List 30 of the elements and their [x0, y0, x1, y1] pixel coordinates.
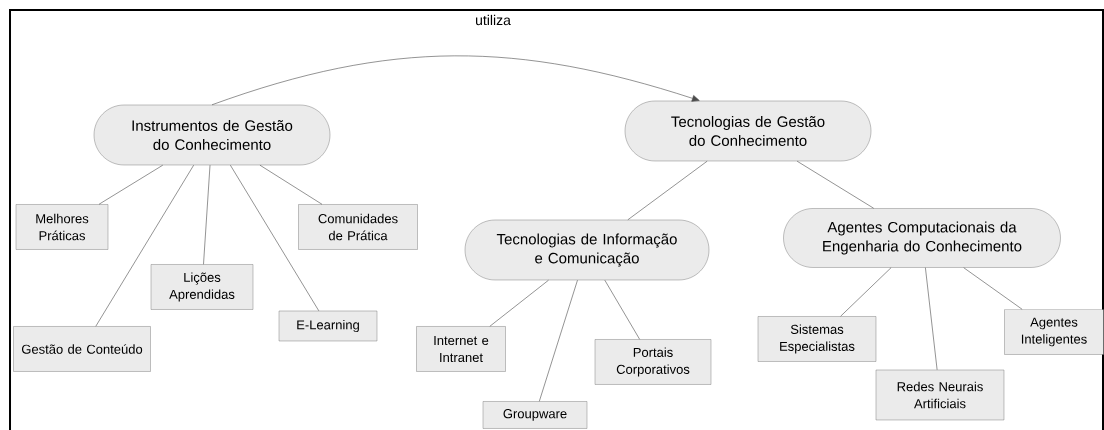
concept-box: E-Learning	[278, 310, 378, 342]
connector-line	[604, 279, 640, 340]
connector-line	[230, 164, 320, 312]
concept-box: Comunidades de Prática	[298, 204, 418, 250]
concept-box: Sistemas Especialistas	[757, 316, 877, 362]
concept-box: Melhores Práticas	[15, 204, 109, 250]
connector-line	[98, 164, 164, 205]
rounded-box: Tecnologias de Informação e Comunicação	[464, 219, 710, 281]
concept-box: Gestão de Conteúdo	[13, 326, 151, 372]
connector-line	[925, 267, 938, 371]
concept-box: Portais Corporativos	[594, 339, 712, 385]
concept-box: Agentes Inteligentes	[1004, 309, 1104, 355]
connector-line	[840, 267, 892, 317]
edge-label: utiliza	[476, 14, 511, 26]
concept-box: Internet e Intranet	[416, 326, 506, 372]
connector-line	[627, 160, 708, 221]
connector-line	[95, 164, 194, 327]
concept-box: Groupware	[482, 401, 588, 429]
connector-line	[796, 160, 874, 209]
rounded-box: Tecnologias de Gestão do Conhecimento	[624, 100, 872, 162]
rounded-box: Instrumentos de Gestão do Conhecimento	[93, 104, 331, 166]
concept-box: Lições Aprendidas	[150, 264, 254, 310]
connector-line	[489, 279, 549, 327]
arrow	[211, 55, 700, 106]
connector-line	[963, 267, 1023, 310]
rounded-box: Agentes Computacionais da Engenharia do Conhecimento	[783, 208, 1061, 268]
concept-box: Redes Neurais Artificiais	[875, 369, 1005, 421]
connector-line	[203, 164, 211, 265]
connector-line	[539, 279, 578, 402]
connector-line	[259, 164, 323, 205]
